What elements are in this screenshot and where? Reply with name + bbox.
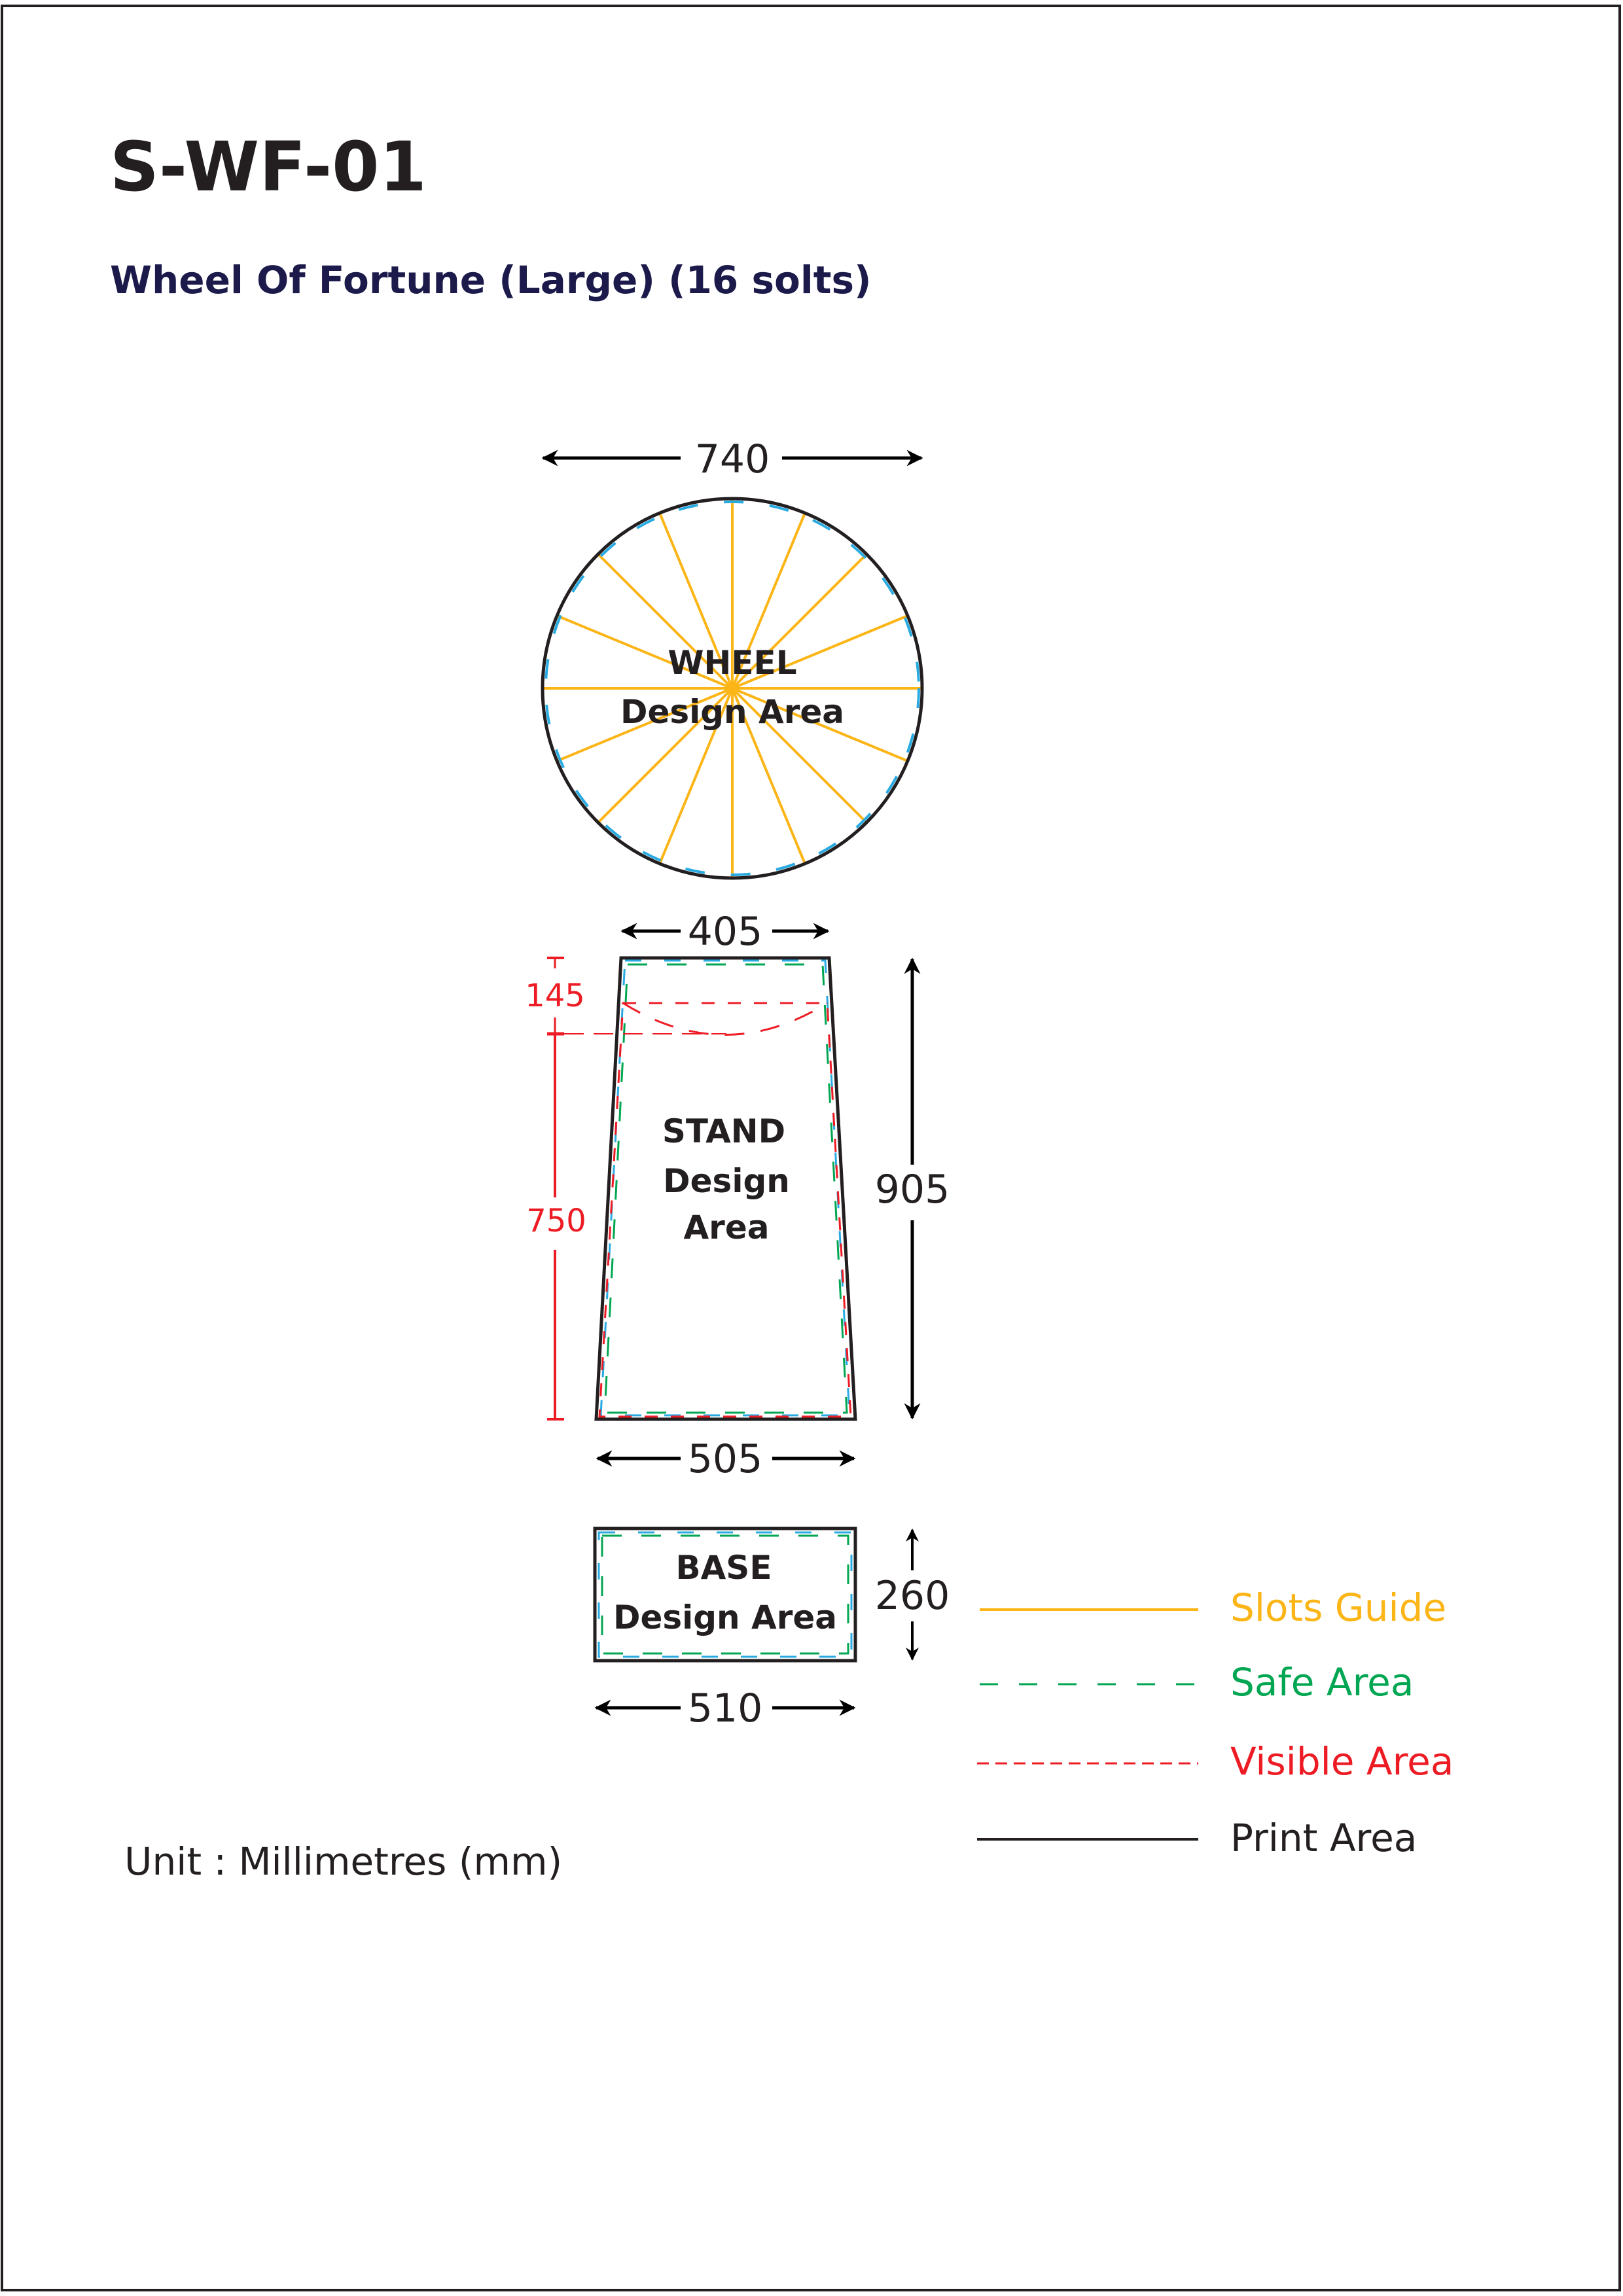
legend-label-safe-area: Safe Area [1230,1660,1414,1704]
slot-guides [543,499,922,878]
legend-label-visible-area: Visible Area [1230,1739,1454,1784]
unit-note: Unit : Millimetres (mm) [124,1839,562,1884]
legend-label-print-area: Print Area [1230,1816,1417,1860]
base-label-line2: Design Area [613,1598,837,1636]
stand-bottom-width-label: 505 [688,1436,763,1482]
base-bleed-area [597,1531,853,1658]
wheel-label-line2: Design Area [620,693,844,731]
stand-diagram: 405 145 750 STAND Design Area 905 505 [525,909,950,1482]
stand-hidden-top-label: 145 [525,978,585,1014]
stand-safe-area [603,963,848,1414]
slot-guide-line [658,512,734,689]
base-width-label: 510 [688,1686,763,1731]
wheel-label-line1: WHEEL [668,644,796,682]
stand-print-area [594,956,857,1421]
base-diagram: BASE Design Area 260 510 [593,1527,950,1731]
stand-label-line1: STAND [662,1112,785,1150]
wheel-width-label: 740 [695,436,770,482]
stand-visible-height-label: 750 [526,1203,586,1239]
slot-guide-line [731,688,806,864]
wheel-print-circle [541,497,924,880]
slot-guide-line [732,614,908,690]
base-height-label: 260 [875,1573,950,1619]
stand-top-width-label: 405 [688,909,763,955]
slot-guide-line [597,687,734,824]
stand-visible-area [598,1002,852,1418]
slot-guide-line [556,687,733,762]
base-safe-area [601,1534,849,1655]
legend: Slots Guide Safe Area Visible Area Print… [977,1585,1454,1860]
wheel-bleed-circle [544,501,920,876]
slot-guide-line [731,512,806,689]
wheel-diagram: 740 WHEEL Design Area [541,436,924,880]
legend-label-slots-guide: Slots Guide [1230,1585,1446,1630]
base-print-area [593,1527,857,1663]
stand-bleed-area [599,959,851,1417]
stand-label-line2: Design [663,1162,790,1200]
base-label-line1: BASE [676,1549,772,1587]
page-border [1,5,1621,2291]
product-code: S-WF-01 [110,127,427,207]
product-subtitle: Wheel Of Fortune (Large) (16 solts) [110,258,871,302]
stand-label-line3: Area [683,1209,769,1246]
slot-guide-line [731,687,868,824]
slot-guide-line [731,553,868,690]
stand-visible-curve [622,1002,828,1036]
slot-guide-line [658,688,734,864]
stand-height-label: 905 [875,1167,950,1212]
slot-guide-line [732,687,908,762]
slot-guide-line [556,614,733,690]
slot-guide-line [597,553,734,690]
